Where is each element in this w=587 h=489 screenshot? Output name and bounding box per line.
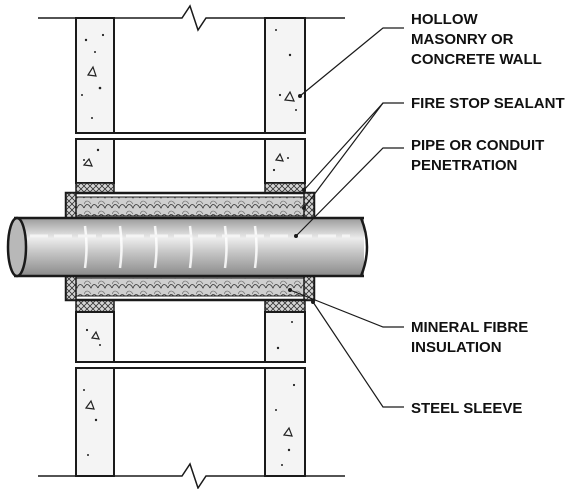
label-pipe-penetration: PIPE OR CONDUIT PENETRATION xyxy=(411,137,549,174)
pipe xyxy=(6,216,369,278)
wall-left-face xyxy=(75,17,115,477)
leader-lines xyxy=(289,27,404,408)
label-mineral-fibre-insulation: MINERAL FIBRE INSULATION xyxy=(411,319,532,356)
leader-arrowheads xyxy=(288,94,315,304)
block-course-lines xyxy=(114,132,265,369)
wall-right-face xyxy=(264,17,306,477)
label-fire-stop-sealant: FIRE STOP SEALANT xyxy=(411,95,565,112)
break-lines xyxy=(38,4,345,489)
concrete-speckles xyxy=(81,29,297,466)
label-steel-sleeve: STEEL SLEEVE xyxy=(411,400,522,417)
mineral-fibre-insulation xyxy=(69,196,311,297)
label-hollow-wall: HOLLOW MASONRY OR CONCRETE WALL xyxy=(411,11,542,68)
aggregate-triangles xyxy=(82,65,295,437)
